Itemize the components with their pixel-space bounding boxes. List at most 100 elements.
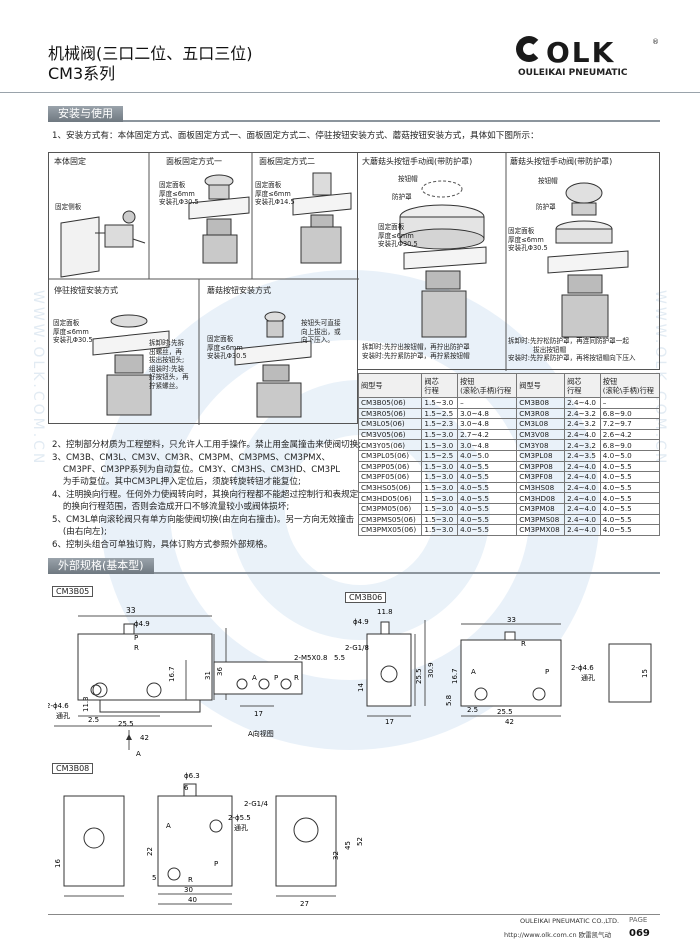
spec-cell: 4.0~5.0 — [457, 449, 518, 462]
spec-cell: CM3PL08 — [516, 449, 566, 462]
dim-b08-27: 27 — [300, 900, 309, 908]
dim-b05-through: 通孔 — [56, 711, 70, 720]
port-b08-p: P — [214, 860, 218, 868]
note-5-line-1: 5、CM3L单向滚轮阀只有单方向能使阀切换(由左向右撞击)。另一方向无效撞击 — [52, 515, 355, 525]
spec-cell: 2.4~4.0 — [564, 481, 601, 494]
dim-b08-5: 5 — [152, 874, 156, 882]
spec-cell: 1.5~2.5 — [421, 407, 459, 420]
spec-header-model: 阀型号 — [357, 373, 423, 398]
spec-cell: CM3PMS08 — [516, 513, 566, 526]
section-install-header: 安装与使用 — [48, 106, 660, 122]
spec-cell: CM3PP08 — [516, 460, 566, 473]
dim-b08-32: 32 — [332, 851, 340, 860]
dim-b08-22: 22 — [146, 847, 154, 856]
spec-cell: 4.0~5.5 — [599, 471, 661, 483]
dim-b06-5-8: 5.8 — [445, 695, 453, 706]
note-5-line-2: (由右向左); — [52, 527, 107, 537]
section-dims-header: 外部规格(基本型) — [48, 558, 660, 574]
dim-b05-a: A — [136, 750, 141, 758]
spec-cell: 1.5~2.5 — [421, 449, 459, 462]
spec-cell: – — [599, 397, 661, 409]
note-2: 2、控制部分材质为工程塑料，只允许人工用手操作。禁止用金属撞击来使阀切换; — [52, 440, 362, 450]
note-3-line-1: 3、CM3B、CM3L、CM3V、CM3R、CM3PM、CM3PMS、CM3PM… — [52, 453, 331, 463]
dim-b08-6: 6 — [184, 784, 189, 792]
dim-b08-30: 30 — [184, 886, 193, 894]
spec-cell: 4.0~5.5 — [457, 460, 518, 473]
spec-cell: 1.5~3.0 — [421, 439, 459, 451]
dim-b08-g14: 2-G1/4 — [244, 800, 268, 808]
spec-cell: CM3L08 — [516, 418, 566, 430]
dim-b08-45: 45 — [344, 841, 352, 850]
spec-cell: 2.4~4.0 — [564, 460, 601, 473]
registered-icon: ® — [652, 38, 659, 46]
spec-cell: CM3PMS05(06) — [357, 513, 423, 526]
label-big-mushroom: 大蘑菇头按钮手动阀(带防护罩) — [362, 157, 473, 166]
spec-cell: CM3HS08 — [516, 481, 566, 494]
port-b05-a: A — [252, 674, 257, 682]
spec-cell: 1.5~3.0 — [421, 513, 459, 526]
dim-b06-11-8: 11.8 — [377, 608, 393, 616]
spec-cell: CM3PM05(06) — [357, 502, 423, 515]
spec-cell: 2.4~4.0 — [564, 492, 601, 504]
header-rule — [0, 92, 700, 93]
install-figure-right-drawing — [399, 153, 629, 371]
watermark-text-left: WWW.OLK.COM.CN — [30, 290, 46, 467]
spec-cell: CM3L05(06) — [357, 418, 423, 430]
dim-b05-m5: 2-M5X0.8 — [294, 654, 327, 662]
footer-rule — [48, 914, 660, 915]
dim-b05-33: 33 — [126, 606, 136, 615]
page-title: 机械阀(三口二位、五口三位) — [48, 44, 253, 63]
spec-cell: 3.0~4.8 — [457, 418, 518, 430]
spec-cell: CM3PMX05(06) — [357, 524, 423, 536]
spec-cell: 1.5~3.0 — [421, 428, 459, 441]
note-fix-panel-stop: 固定面板 厚度≤6mm 安装孔Φ30.5 — [53, 319, 93, 345]
spec-cell: CM3B05(06) — [357, 397, 423, 409]
dim-b05-42: 42 — [140, 734, 149, 742]
port-b06-p: P — [545, 668, 549, 676]
dim-b06-25-5: 25.5 — [497, 708, 513, 716]
dim-b06-16-7: 16.7 — [451, 668, 459, 684]
brand-logo-icon — [516, 36, 542, 62]
spec-cell: 2.4~3.5 — [564, 449, 601, 462]
spec-cell: 2.4~4.0 — [564, 428, 601, 441]
drawing-b05: 33 ϕ4.9 P R 16.7 31 36 11.3 2.5 2-ϕ4.6 通… — [48, 606, 345, 758]
install-figure-left-drawing — [49, 153, 359, 425]
model-tag-b05: CM3B05 — [52, 586, 94, 597]
spec-cell: 2.4~4.0 — [564, 471, 601, 483]
spec-cell: 3.0~4.8 — [457, 439, 518, 451]
label-mushroom-guard: 蘑菇头按钮手动阀(带防护罩) — [510, 157, 613, 166]
spec-header-spool-stroke: 阀芯 行程 — [421, 373, 459, 398]
spec-cell: 1.5~2.3 — [421, 418, 459, 430]
spec-cell: 4.0~5.5 — [599, 513, 661, 526]
spec-cell: CM3PF08 — [516, 471, 566, 483]
footer-page-number: 069 — [629, 928, 650, 939]
section-install-title: 安装与使用 — [48, 106, 123, 122]
label-panel-one: 面板固定方式一 — [166, 157, 222, 166]
dim-b08-phi63: ϕ6.3 — [184, 772, 200, 780]
dim-b06-25-5v: 25.5 — [415, 668, 423, 684]
note-3-line-2: CM3PF、CM3PP系列为自动复位。CM3Y、CM3HS、CM3HD、CM3P… — [52, 465, 341, 475]
spec-cell: 2.7~4.2 — [457, 428, 518, 441]
spec-cell: CM3HD05(06) — [357, 492, 423, 504]
spec-table-header: 阀型号 阀芯 行程 按钮 (滚轮\手柄)行程 阀型号 阀芯 行程 按钮 (滚轮\… — [357, 373, 661, 398]
install-figure-right: 大蘑菇头按钮手动阀(带防护罩) 蘑菇头按钮手动阀(带防护罩) 按钮帽 防护罩 固… — [358, 152, 660, 371]
label-mushroom-button: 蘑菇按钮安装方式 — [207, 286, 271, 295]
note-guard-left: 防护罩 — [392, 193, 412, 201]
footer-page-label: PAGE — [629, 916, 648, 924]
dim-b05-hole: 2-ϕ4.6 — [48, 702, 69, 710]
spec-cell: 2.4~4.0 — [564, 524, 601, 536]
spec-cell: 1.5~3.0 — [421, 481, 459, 494]
dim-b06-phi49: ϕ4.9 — [353, 618, 369, 626]
spec-cell: CM3R08 — [516, 407, 566, 420]
label-stop-button: 停驻按钮安装方式 — [54, 286, 118, 295]
spec-cell: 2.4~4.0 — [564, 513, 601, 526]
spec-cell: 2.6~4.2 — [599, 428, 661, 441]
note-stop-disassembly: 拆卸时:先拆 出螺丝，再 拔出按钮头; 组装时:先装 好按钮头，再 拧紧螺丝。 — [149, 339, 189, 390]
spec-cell: 4.0~5.5 — [599, 481, 661, 494]
note-fix-panel-1: 固定面板 厚度≤6mm 安装孔Φ30.5 — [159, 181, 199, 207]
spec-cell: 4.0~5.5 — [457, 471, 518, 483]
